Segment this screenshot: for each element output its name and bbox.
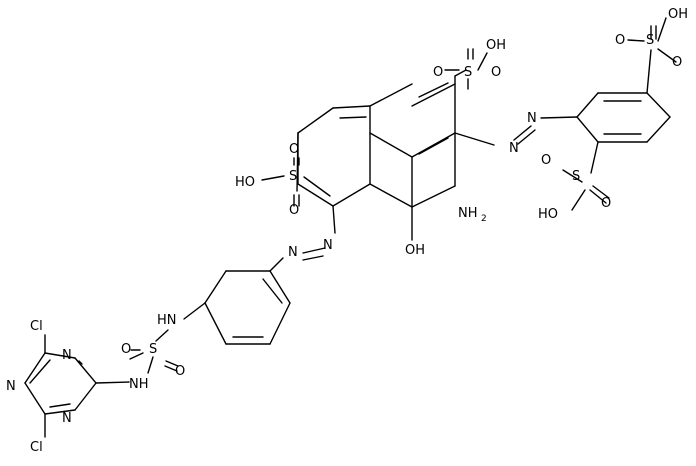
atom-label: O	[289, 142, 299, 157]
bond-line	[303, 176, 331, 197]
bond-line	[24, 382, 46, 415]
bond-line	[646, 92, 671, 118]
atom-label: NH	[458, 206, 478, 221]
bond-line	[44, 409, 76, 415]
atom-label: Cl	[30, 319, 43, 334]
bond-line	[589, 189, 607, 204]
bond-line	[369, 83, 413, 107]
bond-line	[477, 52, 488, 71]
atom-label: S	[289, 169, 297, 184]
bond-line	[261, 175, 285, 181]
atom-label: S	[572, 169, 580, 184]
bond-line	[411, 132, 456, 158]
bond-line	[540, 116, 578, 119]
atom-label: O	[289, 203, 299, 218]
bond-line	[269, 257, 284, 272]
bond-line	[164, 365, 178, 372]
bond-lines	[24, 17, 677, 438]
bond-line	[165, 360, 179, 367]
atom-label: O	[491, 65, 501, 80]
bond-line	[297, 183, 334, 207]
bond-line	[418, 137, 449, 155]
atom-label: S	[646, 33, 654, 48]
bond-line	[339, 116, 367, 119]
atom-label: N	[6, 379, 16, 394]
bond-line	[297, 107, 334, 134]
atom-label: O	[672, 55, 682, 70]
bond-line	[571, 189, 586, 211]
bond-line	[562, 169, 583, 183]
bond-line	[657, 17, 667, 42]
atom-label: O	[433, 65, 443, 80]
atom-label: HO	[235, 175, 255, 190]
atom-label: NH	[129, 377, 149, 392]
bond-line	[576, 92, 599, 118]
atom-label: OH	[486, 38, 506, 53]
bond-line	[24, 352, 46, 384]
bond-line	[411, 83, 456, 107]
atom-label: OH	[405, 243, 425, 258]
bond-line	[332, 183, 371, 207]
atom-label: N	[323, 238, 333, 253]
bond-line	[262, 278, 283, 304]
bond-line	[74, 382, 97, 411]
bond-line	[418, 82, 449, 98]
bond-line	[332, 105, 371, 109]
bond-line	[49, 403, 71, 408]
atom-label: Cl	[30, 440, 43, 455]
atom-label: N	[62, 348, 72, 363]
bond-line	[183, 302, 206, 320]
atom-label: HO	[538, 207, 558, 222]
atom-label: O	[601, 196, 611, 211]
bond-line	[302, 247, 326, 254]
bond-line	[646, 116, 671, 143]
bond-line	[269, 302, 291, 345]
bond-line	[296, 132, 299, 192]
atom-label: S	[464, 65, 472, 80]
bond-line	[44, 352, 76, 359]
atom-label: O	[121, 342, 131, 357]
bond-line	[454, 132, 495, 146]
atom-label: N	[509, 141, 519, 156]
bond-line	[204, 302, 227, 345]
atom-label: N	[62, 411, 72, 426]
bond-line	[269, 270, 291, 304]
bond-line	[302, 255, 324, 261]
bond-line	[369, 132, 413, 158]
atom-label: O	[541, 153, 551, 168]
bond-line	[74, 357, 97, 384]
atom-label: OH	[668, 7, 688, 22]
bond-line	[590, 141, 599, 174]
atom-label: O	[175, 364, 185, 379]
bond-line	[411, 185, 456, 208]
bond-line	[627, 39, 645, 42]
bond-line	[657, 48, 677, 63]
bond-line	[592, 185, 610, 199]
bond-line	[576, 116, 599, 143]
bond-line	[646, 49, 652, 94]
bond-line	[147, 356, 154, 374]
bond-line	[204, 270, 227, 304]
atom-label: O	[615, 33, 625, 48]
bond-line	[332, 205, 336, 234]
bond-line	[95, 381, 130, 384]
bond-line	[369, 183, 413, 208]
atom-label: S	[149, 342, 157, 357]
atom-label-subscript: 2	[481, 214, 487, 224]
bond-line	[29, 359, 51, 384]
bond-line	[454, 69, 467, 77]
atom-label: N	[527, 111, 537, 126]
bond-line	[78, 360, 83, 365]
bond-line	[517, 129, 536, 145]
bond-line	[513, 125, 532, 141]
atom-label: N	[288, 245, 298, 260]
atom-label: HN	[157, 313, 177, 328]
bond-line	[155, 329, 169, 342]
bond-line	[129, 352, 144, 360]
